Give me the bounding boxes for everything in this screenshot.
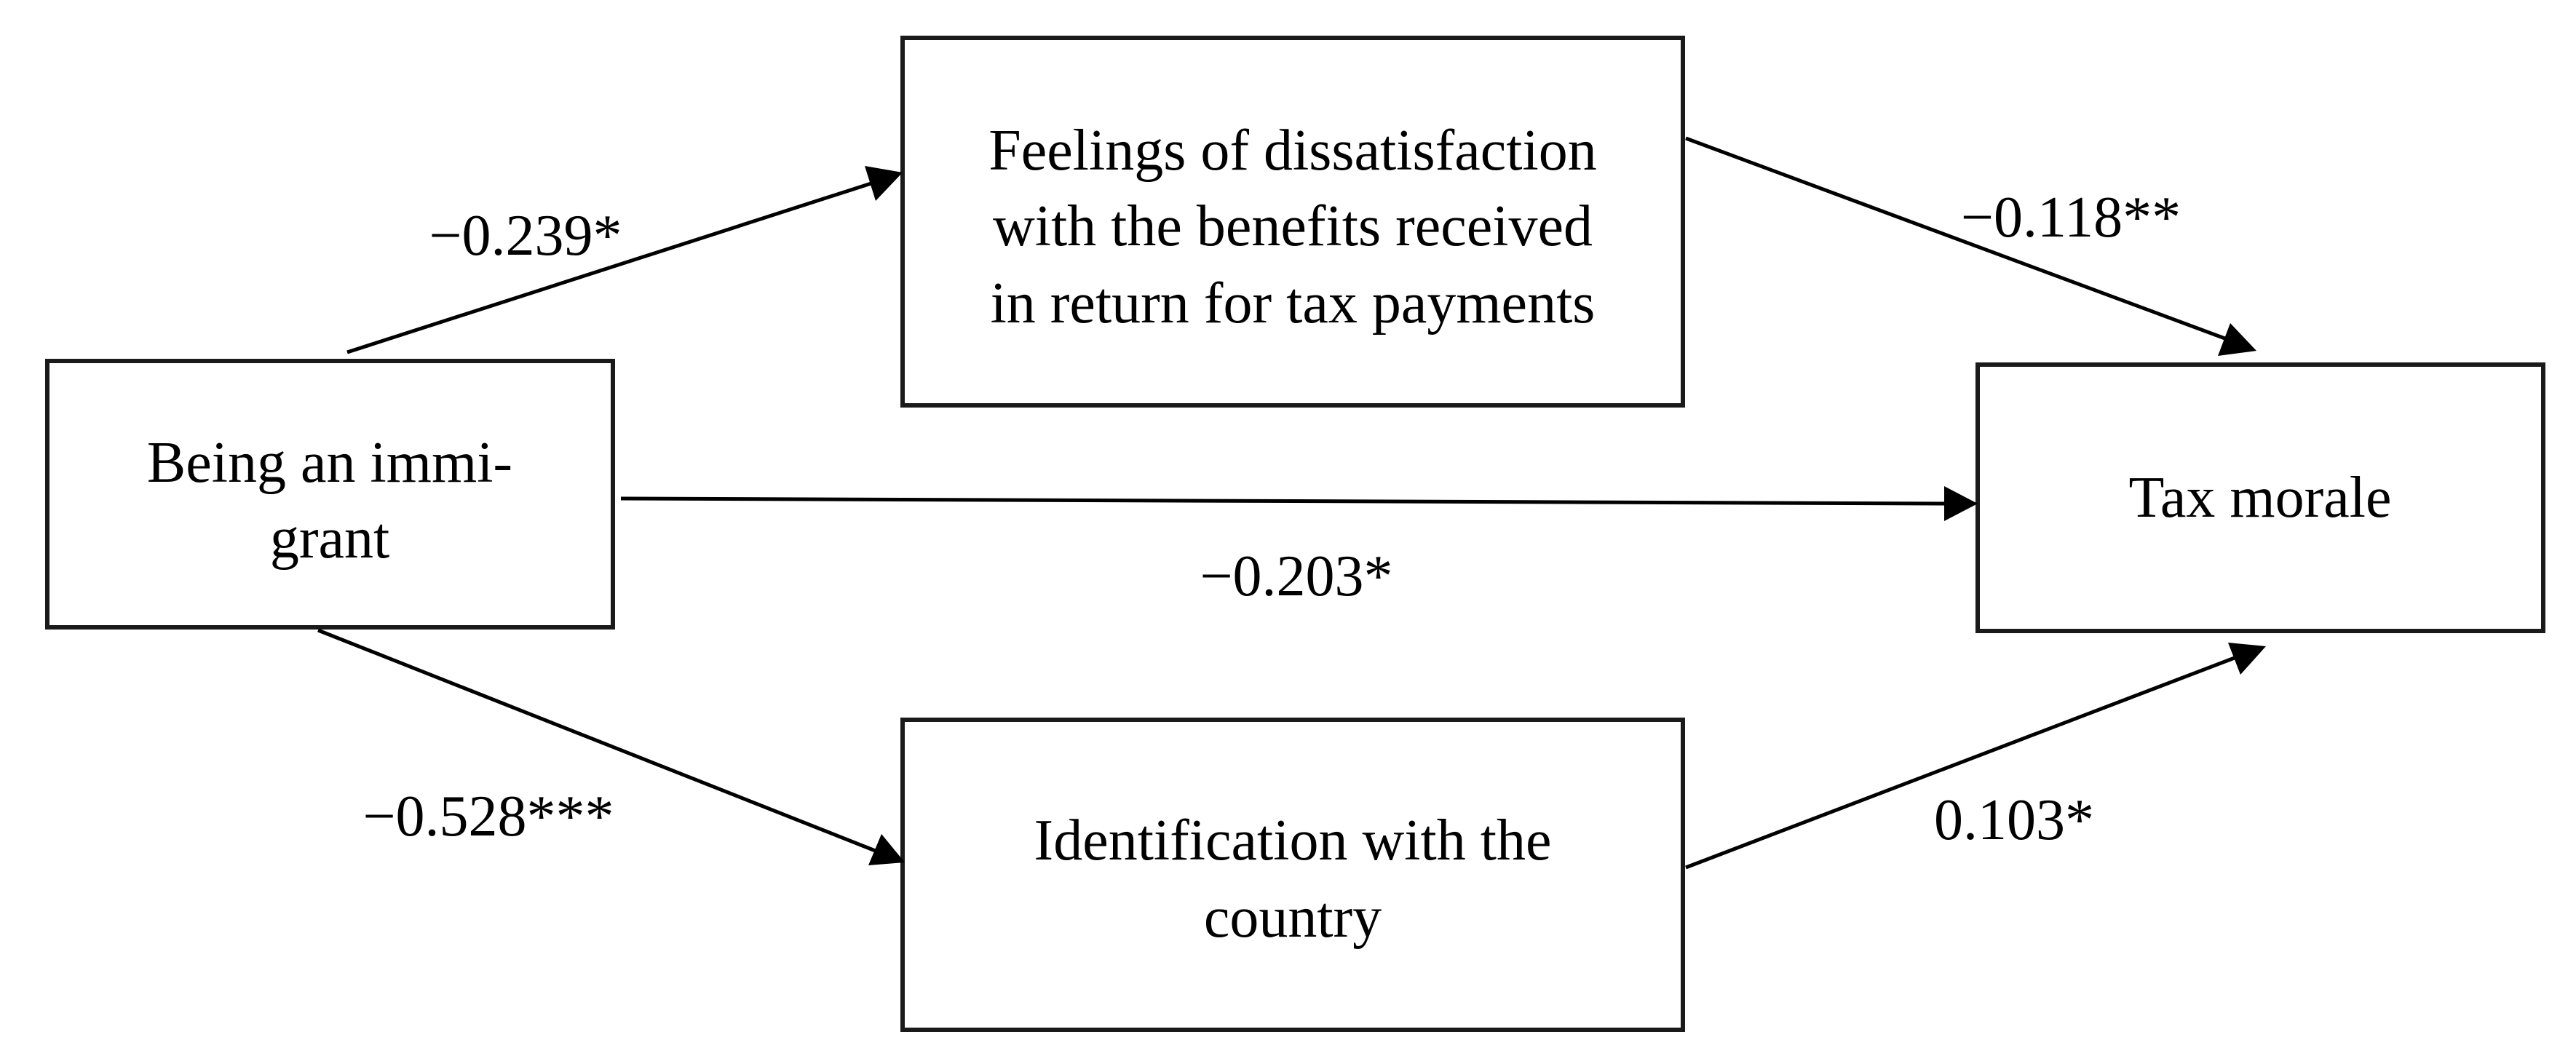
arrowhead-icon bbox=[868, 834, 905, 865]
node-label-line: grant bbox=[270, 507, 389, 571]
node-label-line: country bbox=[1204, 886, 1382, 950]
node-box bbox=[1975, 362, 2545, 633]
node-label-line: Identification with the bbox=[1034, 809, 1552, 873]
path-coefficient: −0.239* bbox=[429, 204, 622, 268]
path-coefficient: −0.118** bbox=[1961, 186, 2181, 250]
node-label-line: in return for tax payments bbox=[991, 271, 1596, 336]
node-label-line: Being an immi- bbox=[147, 431, 512, 495]
node-box bbox=[45, 359, 615, 630]
node-label-line: Tax morale bbox=[2129, 466, 2392, 530]
node-being-an-immigrant: Being an immi- grant bbox=[45, 359, 615, 630]
node-identification: Identification with the country bbox=[900, 718, 1685, 1032]
edge-identification-to-tax-morale: 0.103* bbox=[1685, 643, 2266, 870]
node-dissatisfaction: Feelings of dissatisfaction with the ben… bbox=[900, 36, 1685, 408]
arrow-line bbox=[1685, 136, 2230, 342]
arrowhead-icon bbox=[2228, 643, 2266, 675]
path-coefficient: −0.203* bbox=[1200, 544, 1392, 608]
arrow-line bbox=[317, 628, 878, 854]
arrow-line bbox=[620, 496, 1948, 506]
edge-dissatisfaction-to-tax-morale: −0.118** bbox=[1685, 136, 2256, 356]
arrowhead-icon bbox=[2218, 323, 2256, 356]
node-box bbox=[900, 718, 1685, 1032]
arrow-line bbox=[1685, 654, 2239, 870]
arrowhead-icon bbox=[1944, 486, 1978, 521]
path-coefficient: −0.528*** bbox=[362, 785, 614, 849]
node-label-line: Feelings of dissatisfaction bbox=[988, 119, 1596, 183]
path-coefficient: 0.103* bbox=[1934, 788, 2094, 852]
edge-immigrant-to-identification: −0.528*** bbox=[317, 628, 905, 865]
node-label-line: with the benefits received bbox=[993, 194, 1593, 258]
node-tax-morale: Tax morale bbox=[1975, 362, 2545, 633]
arrowhead-icon bbox=[865, 166, 903, 201]
edge-immigrant-to-dissatisfaction: −0.239* bbox=[346, 166, 903, 354]
edge-immigrant-to-tax-morale: −0.203* bbox=[620, 486, 1978, 608]
arrow-line bbox=[346, 180, 874, 354]
node-box bbox=[900, 36, 1685, 408]
